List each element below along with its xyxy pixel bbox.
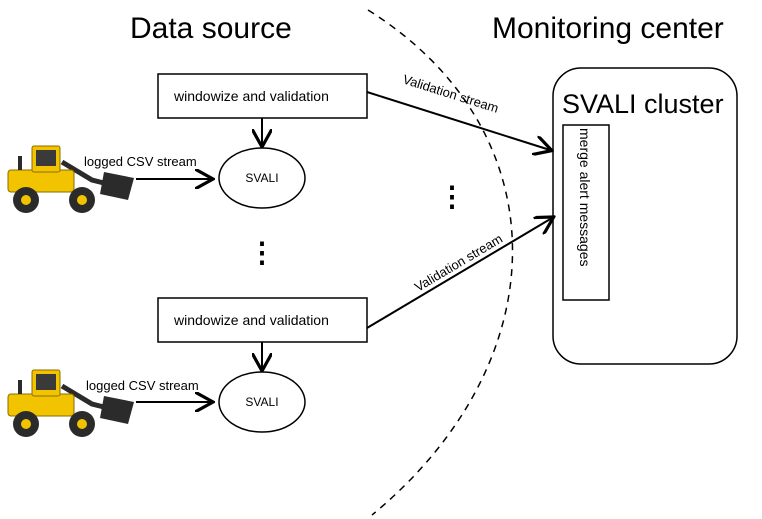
data-source-heading: Data source [130,12,292,45]
network-boundary-line [367,9,514,516]
merge-alert-box [562,124,610,301]
svali-node-label-2: SVALI [245,395,278,409]
svali-node-2 [218,371,306,433]
validation-stream-label-1: Validation stream [401,72,500,116]
windowize-validation-label-1: windowize and validation [173,88,329,104]
csv-stream-label-2: logged CSV stream [86,378,199,393]
svali-cluster-title: SVALI cluster [562,89,724,119]
merge-alert-label: merge alert messages [577,128,593,267]
windowize-validation-label-2: windowize and validation [173,312,329,328]
validation-stream-arrow-1 [366,91,550,150]
windowize-validation-box-1 [157,73,368,119]
windowize-validation-box-2 [157,297,368,343]
svali-node-1 [218,147,306,209]
csv-stream-label-1: logged CSV stream [84,154,197,169]
validation-stream-label-2: Validation stream [412,231,505,295]
validation-stream-arrow-2 [366,218,552,329]
svali-node-label-1: SVALI [245,171,278,185]
more-streams-ellipsis: ⋮ [438,181,466,212]
more-pipelines-ellipsis: ⋮ [248,237,276,268]
monitoring-center-heading: Monitoring center [492,12,724,45]
